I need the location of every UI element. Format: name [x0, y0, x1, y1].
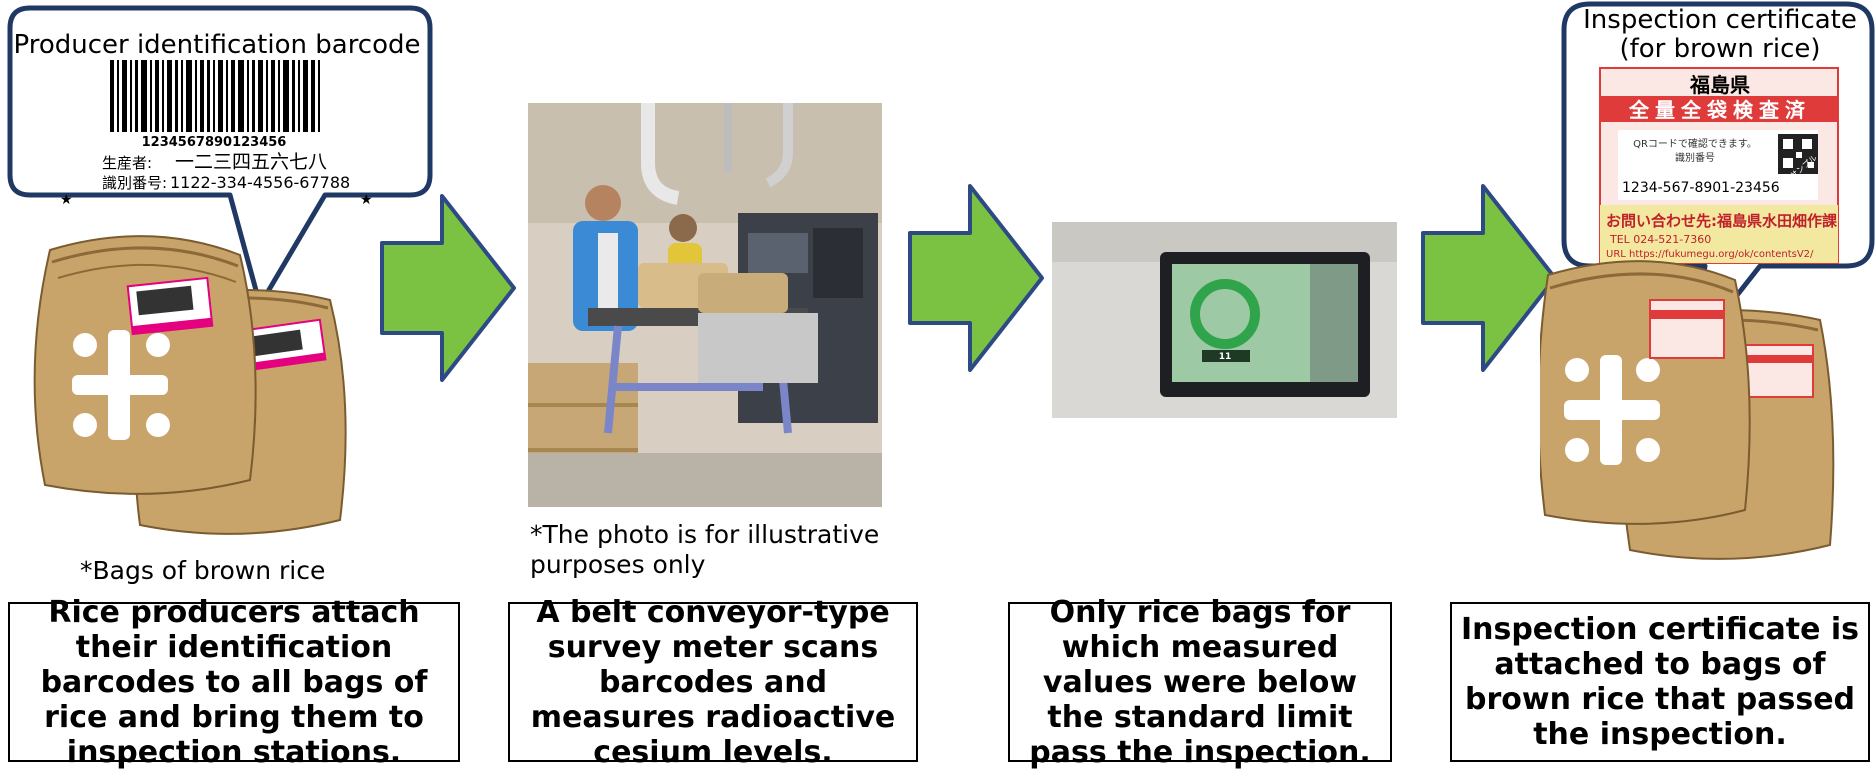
id-number-value: 1122-334-4556-67788	[170, 173, 350, 192]
step2-caption: A belt conveyor-type survey meter scans …	[508, 595, 918, 770]
cert-contact: お問い合わせ先:福島県水田畑作課	[1606, 212, 1838, 230]
rice-bag-front-icon	[33, 235, 257, 495]
cert-id-label: 識別番号	[1675, 151, 1715, 164]
arrow-2-icon	[908, 184, 1044, 372]
barcode-bubble-label: Producer identification barcode	[13, 30, 421, 60]
cert-qr-text: QRコードで確認できます。	[1633, 137, 1757, 150]
certificate-bubble-label-line2: (for brown rice)	[1619, 34, 1821, 64]
arrow-3-icon	[1421, 184, 1557, 372]
id-number-label: 識別番号:	[102, 174, 167, 192]
screen-reading: 11	[1219, 352, 1232, 362]
cert-url: URL https://fukumegu.org/ok/contentsV2/	[1606, 249, 1814, 260]
arrow-1-icon	[380, 194, 516, 382]
cert-id-number: 1234-567-8901-23456	[1622, 180, 1780, 196]
step1-illustration: 1234567890123456 生産者: 一二三四五六七八 識別番号: 112…	[7, 5, 433, 535]
cert-banner: 全量全袋検査済	[1628, 98, 1811, 122]
step4-illustration: 福島県 全量全袋検査済 QRコードで確認できます。 識別番号 サンプル 1234…	[1540, 1, 1875, 560]
certificate-bubble-label: Inspection certificate (for brown rice)	[1566, 6, 1874, 64]
barcode-graphic	[110, 60, 320, 132]
step1-caption: Rice producers attach their identificati…	[8, 595, 460, 770]
bags-note: *Bags of brown rice	[80, 556, 326, 585]
step4-caption: Inspection certificate is attached to ba…	[1450, 602, 1870, 762]
barcode-speech-bubble	[7, 5, 433, 308]
cert-tel: TEL 024-521-7360	[1609, 233, 1711, 246]
producer-label: 生産者:	[102, 154, 152, 172]
step3-caption: Only rice bags for which measured values…	[1008, 595, 1392, 770]
star-left-icon: ★	[60, 192, 73, 208]
photo-disclaimer: *The photo is for illustrative purposes …	[530, 520, 880, 579]
rice-bag-certified-front-icon	[1540, 260, 1751, 525]
measurement-screen-photo: 11	[1052, 222, 1397, 418]
conveyor-photo	[528, 103, 882, 507]
certificate-bubble-label-line1: Inspection certificate	[1583, 5, 1857, 35]
inspection-certificate	[1599, 67, 1839, 264]
cert-prefecture: 福島県	[1689, 73, 1750, 97]
producer-value: 一二三四五六七八	[175, 151, 327, 173]
star-right-icon: ★	[360, 192, 373, 208]
barcode-digits: 1234567890123456	[142, 135, 287, 150]
